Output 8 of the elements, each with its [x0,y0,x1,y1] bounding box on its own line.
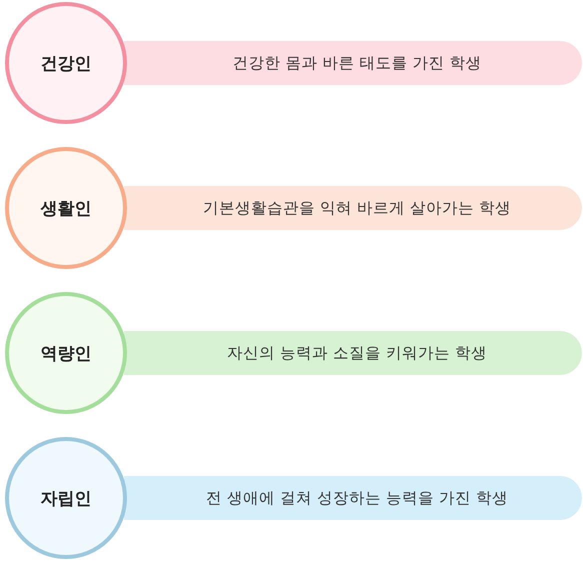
description-bar: 자신의 능력과 소질을 키워가는 학생 [124,331,582,375]
category-circle: 생활인 [5,147,127,269]
description-bar: 기본생활습관을 익혀 바르게 살아가는 학생 [124,186,582,230]
category-circle: 자립인 [5,437,127,559]
description-bar: 전 생애에 걸쳐 성장하는 능력을 가진 학생 [124,476,582,520]
category-circle: 역량인 [5,292,127,414]
category-circle: 건강인 [5,2,127,124]
description-bar: 건강한 몸과 바른 태도를 가진 학생 [124,41,582,85]
